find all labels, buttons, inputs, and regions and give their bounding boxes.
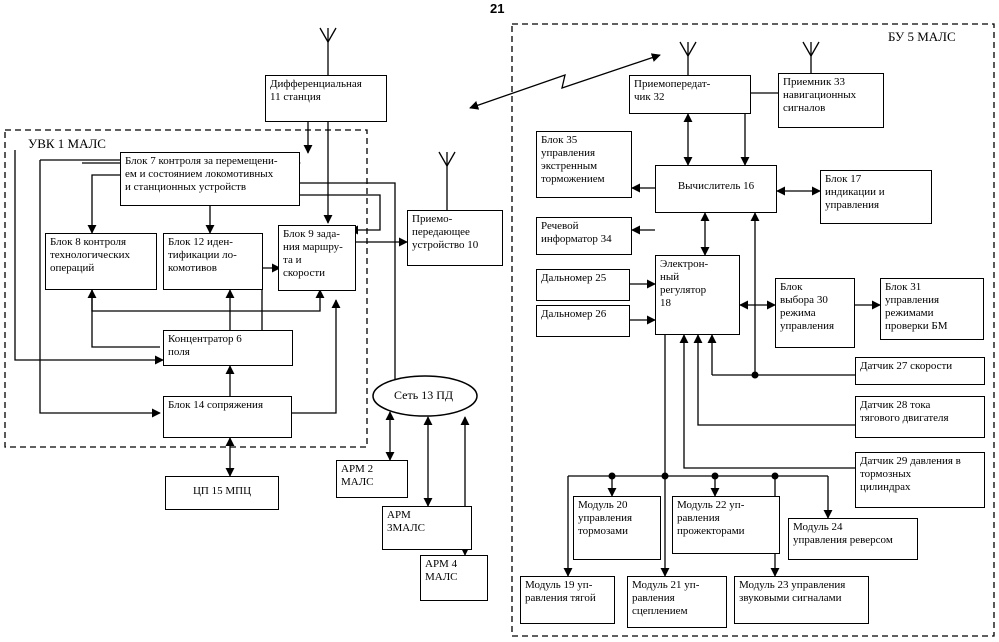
module-24-reverse: Модуль 24 управления реверсом [788,518,918,560]
module-23-sound-signals: Модуль 23 управления звуковыми сигналами [734,576,869,624]
network-13-label: Сеть 13 ПД [394,388,453,402]
module-22-headlights: Модуль 22 уп- равления прожекторами [672,496,780,554]
sensor-28-motor-current: Датчик 28 тока тягового двигателя [855,396,985,438]
module-19-traction: Модуль 19 уп- равления тягой [520,576,615,624]
block-30-mode-select: Блок выбора 30 режима управления [775,278,855,348]
rangefinder-25: Дальномер 25 [536,269,630,301]
group-label-uvk: УВК 1 МАЛС [28,137,106,151]
antenna-icon-uvk [439,152,455,210]
cp-15-mpc: ЦП 15 МПЦ [165,476,279,510]
antenna-icon-station [320,28,336,75]
sensor-29-brake-pressure: Датчик 29 давления в тормозных цилиндрах [855,452,985,508]
module-20-brakes: Модуль 20 управления тормозами [573,496,661,560]
block-9-route-speed: Блок 9 зада- ния маршру- та и скорости [278,225,356,291]
block-12-loco-identification: Блок 12 иден- тификации ло- комотивов [163,233,263,290]
antenna-icon-receiver [803,42,819,75]
module-21-coupling: Модуль 21 уп- равления сцеплением [627,576,727,628]
transceiver-10: Приемо- передающее устройство 10 [407,210,503,266]
transceiver-32: Приемопередат- чик 32 [629,75,751,114]
computer-16: Вычислитель 16 [655,165,777,213]
block-17-indication: Блок 17 индикации и управления [820,170,932,224]
arm-4-mals: АРМ 4 МАЛС [420,555,488,601]
page-number: 21 [490,2,504,16]
speech-informer-34: Речевой информатор 34 [536,217,632,255]
block-31-check-modes: Блок 31 управления режимами проверки БМ [880,278,984,340]
electronic-regulator-18: Электрон- ный регулятор 18 [655,255,740,335]
block-8-tech-operations: Блок 8 контроля технологических операций [45,233,157,290]
block-7-monitoring: Блок 7 контроля за перемещени- ем и сост… [120,152,300,206]
concentrator-6: Концентратор 6 поля [163,330,293,366]
group-label-bu: БУ 5 МАЛС [888,30,956,44]
arm-2-mals: АРМ 2 МАЛС [336,460,408,498]
block-35-emergency-braking: Блок 35 управления экстренным торможение… [536,131,632,198]
receiver-33-navigation: Приемник 33 навигационных сигналов [778,73,884,128]
differential-station-11: Дифференциальная 11 станция [265,75,387,122]
rangefinder-26: Дальномер 26 [536,305,630,337]
antenna-icon-transceiver [680,42,696,75]
block-14-interface: Блок 14 сопряжения [163,396,292,438]
sensor-27-speed: Датчик 27 скорости [855,357,985,385]
arm-3-mals: АРМ 3МАЛС [382,506,472,550]
